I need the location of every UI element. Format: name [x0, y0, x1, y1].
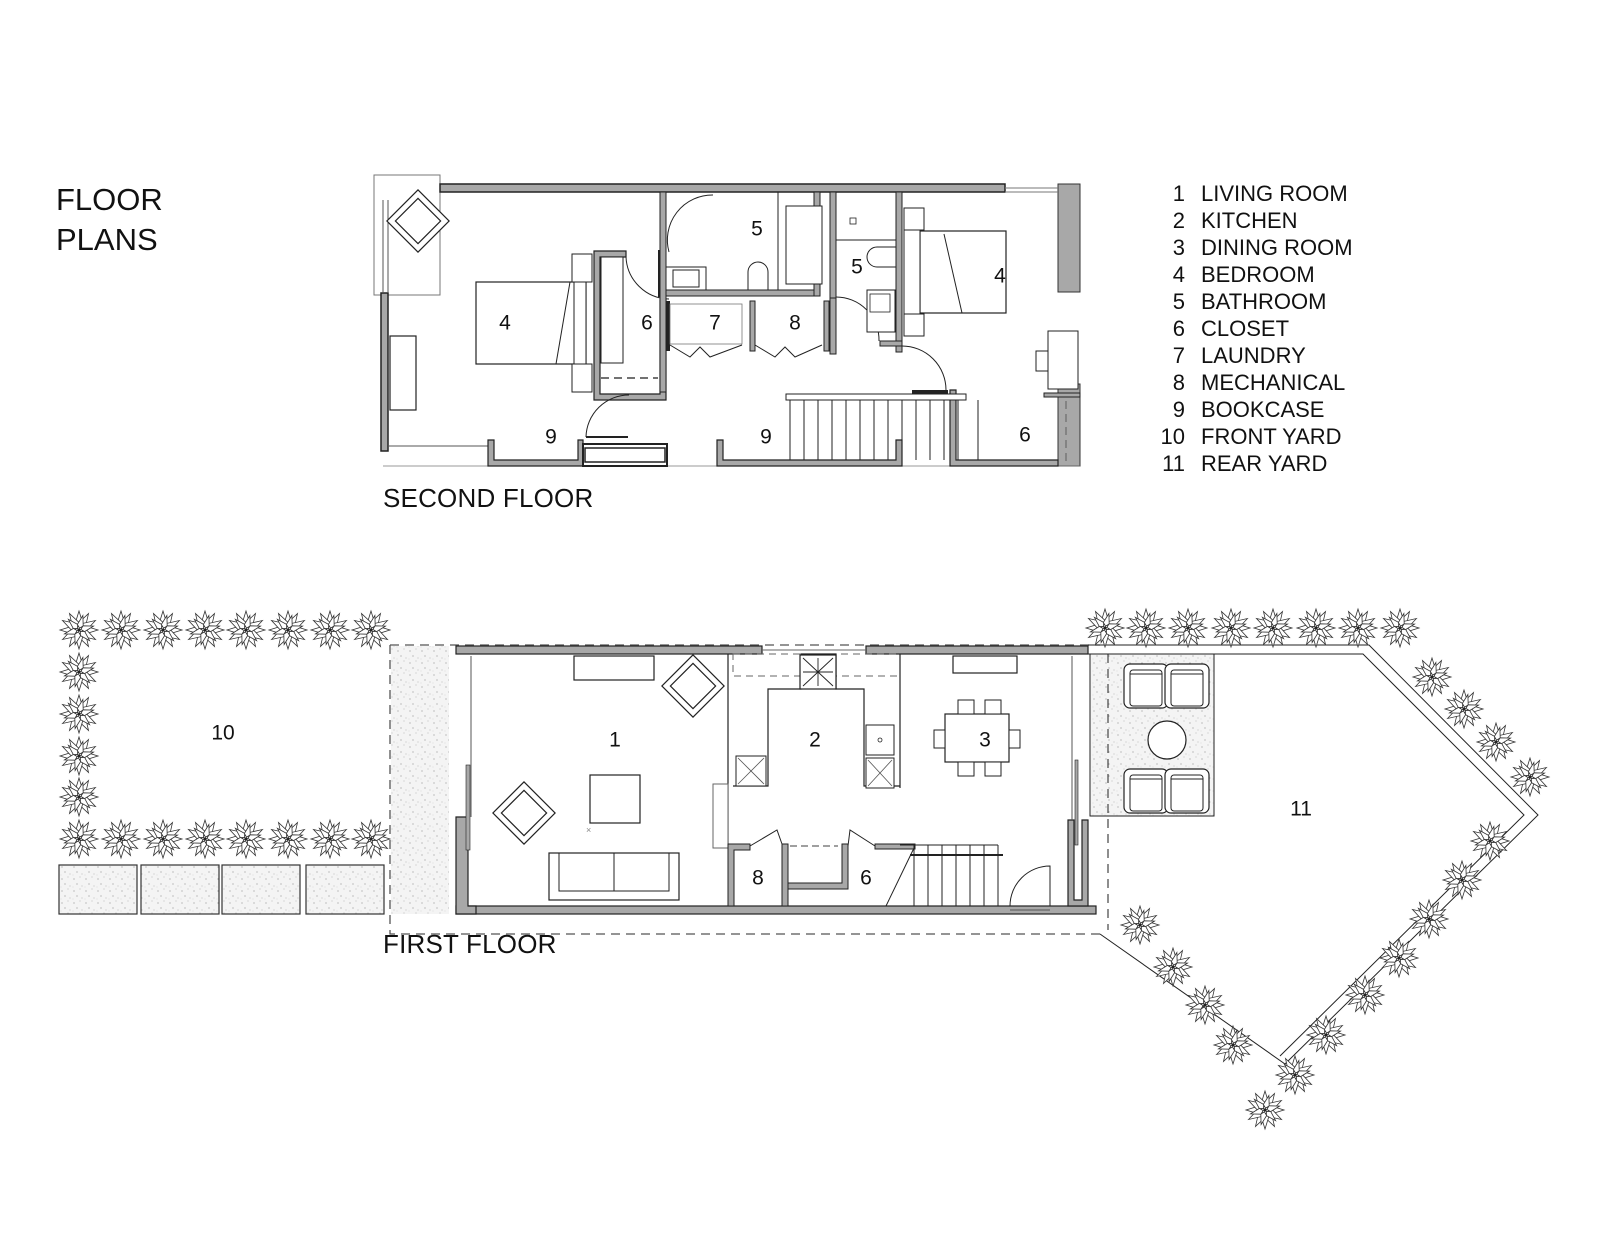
- room-number-bathroom: 5: [851, 256, 863, 279]
- legend-number: 1: [1172, 180, 1185, 206]
- room-number-bedroom: 4: [499, 312, 511, 335]
- legend-label: BATHROOM: [1201, 288, 1327, 314]
- room-number-closet: 6: [641, 312, 653, 335]
- legend-number: 8: [1172, 369, 1185, 395]
- room-number-mechanical: 8: [752, 867, 764, 890]
- legend-label: CLOSET: [1201, 315, 1290, 341]
- legend-item: 3 DINING ROOM: [1155, 234, 1353, 261]
- second-floor-plan: 4 6 5 7 8 5 4 9 9 6: [373, 174, 1081, 467]
- legend-item: 9 BOOKCASE: [1155, 396, 1353, 423]
- room-number-rear-yard: 11: [1290, 798, 1312, 821]
- legend-item: 7 LAUNDRY: [1155, 342, 1353, 369]
- title-line-1: FLOOR: [56, 182, 163, 217]
- legend-label: LAUNDRY: [1201, 342, 1306, 368]
- legend-label: LIVING ROOM: [1201, 180, 1348, 206]
- legend-number: 2: [1172, 207, 1185, 233]
- room-number-bathroom: 5: [751, 218, 763, 241]
- legend-label: FRONT YARD: [1201, 423, 1342, 449]
- room-number-closet: 6: [860, 867, 872, 890]
- legend-item: 11 REAR YARD: [1155, 450, 1353, 477]
- legend-item: 2 KITCHEN: [1155, 207, 1353, 234]
- room-number-living-room: 1: [609, 729, 621, 752]
- room-number-kitchen: 2: [809, 729, 821, 752]
- legend-item: 1 LIVING ROOM: [1155, 180, 1353, 207]
- legend-item: 4 BEDROOM: [1155, 261, 1353, 288]
- legend-label: KITCHEN: [1201, 207, 1298, 233]
- room-number-bookcase: 9: [760, 426, 772, 449]
- legend-number: 6: [1172, 315, 1185, 341]
- legend-item: 10 FRONT YARD: [1155, 423, 1353, 450]
- legend-number: 4: [1172, 261, 1185, 287]
- room-number-dining-room: 3: [979, 729, 991, 752]
- room-number-front-yard: 10: [211, 722, 234, 745]
- second-floor-label: SECOND FLOOR: [383, 483, 594, 513]
- room-number-laundry: 7: [709, 312, 721, 335]
- room-number-bedroom: 4: [994, 265, 1006, 288]
- legend-label: BOOKCASE: [1201, 396, 1325, 422]
- legend-label: MECHANICAL: [1201, 369, 1346, 395]
- legend-number: 11: [1162, 450, 1185, 476]
- room-number-bookcase: 9: [545, 426, 557, 449]
- legend-item: 6 CLOSET: [1155, 315, 1353, 342]
- room-number-closet: 6: [1019, 424, 1031, 447]
- legend-item: 5 BATHROOM: [1155, 288, 1353, 315]
- legend-label: DINING ROOM: [1201, 234, 1353, 260]
- legend-number: 9: [1172, 396, 1185, 422]
- room-legend: 1 LIVING ROOM 2 KITCHEN 3 DINING ROOM 4 BEDR…: [1155, 180, 1353, 477]
- svg-text:×: ×: [586, 825, 591, 835]
- page-title: FLOOR PLANS: [56, 180, 163, 260]
- legend-item: 8 MECHANICAL: [1155, 369, 1353, 396]
- legend-number: 3: [1172, 234, 1185, 260]
- legend-number: 7: [1172, 342, 1185, 368]
- legend-label: REAR YARD: [1201, 450, 1328, 476]
- title-line-2: PLANS: [56, 222, 158, 257]
- first-floor-plan: ×: [58, 608, 1550, 1130]
- legend-label: BEDROOM: [1201, 261, 1315, 287]
- legend-number: 5: [1172, 288, 1185, 314]
- room-number-mechanical: 8: [789, 312, 801, 335]
- legend-number: 10: [1160, 423, 1185, 449]
